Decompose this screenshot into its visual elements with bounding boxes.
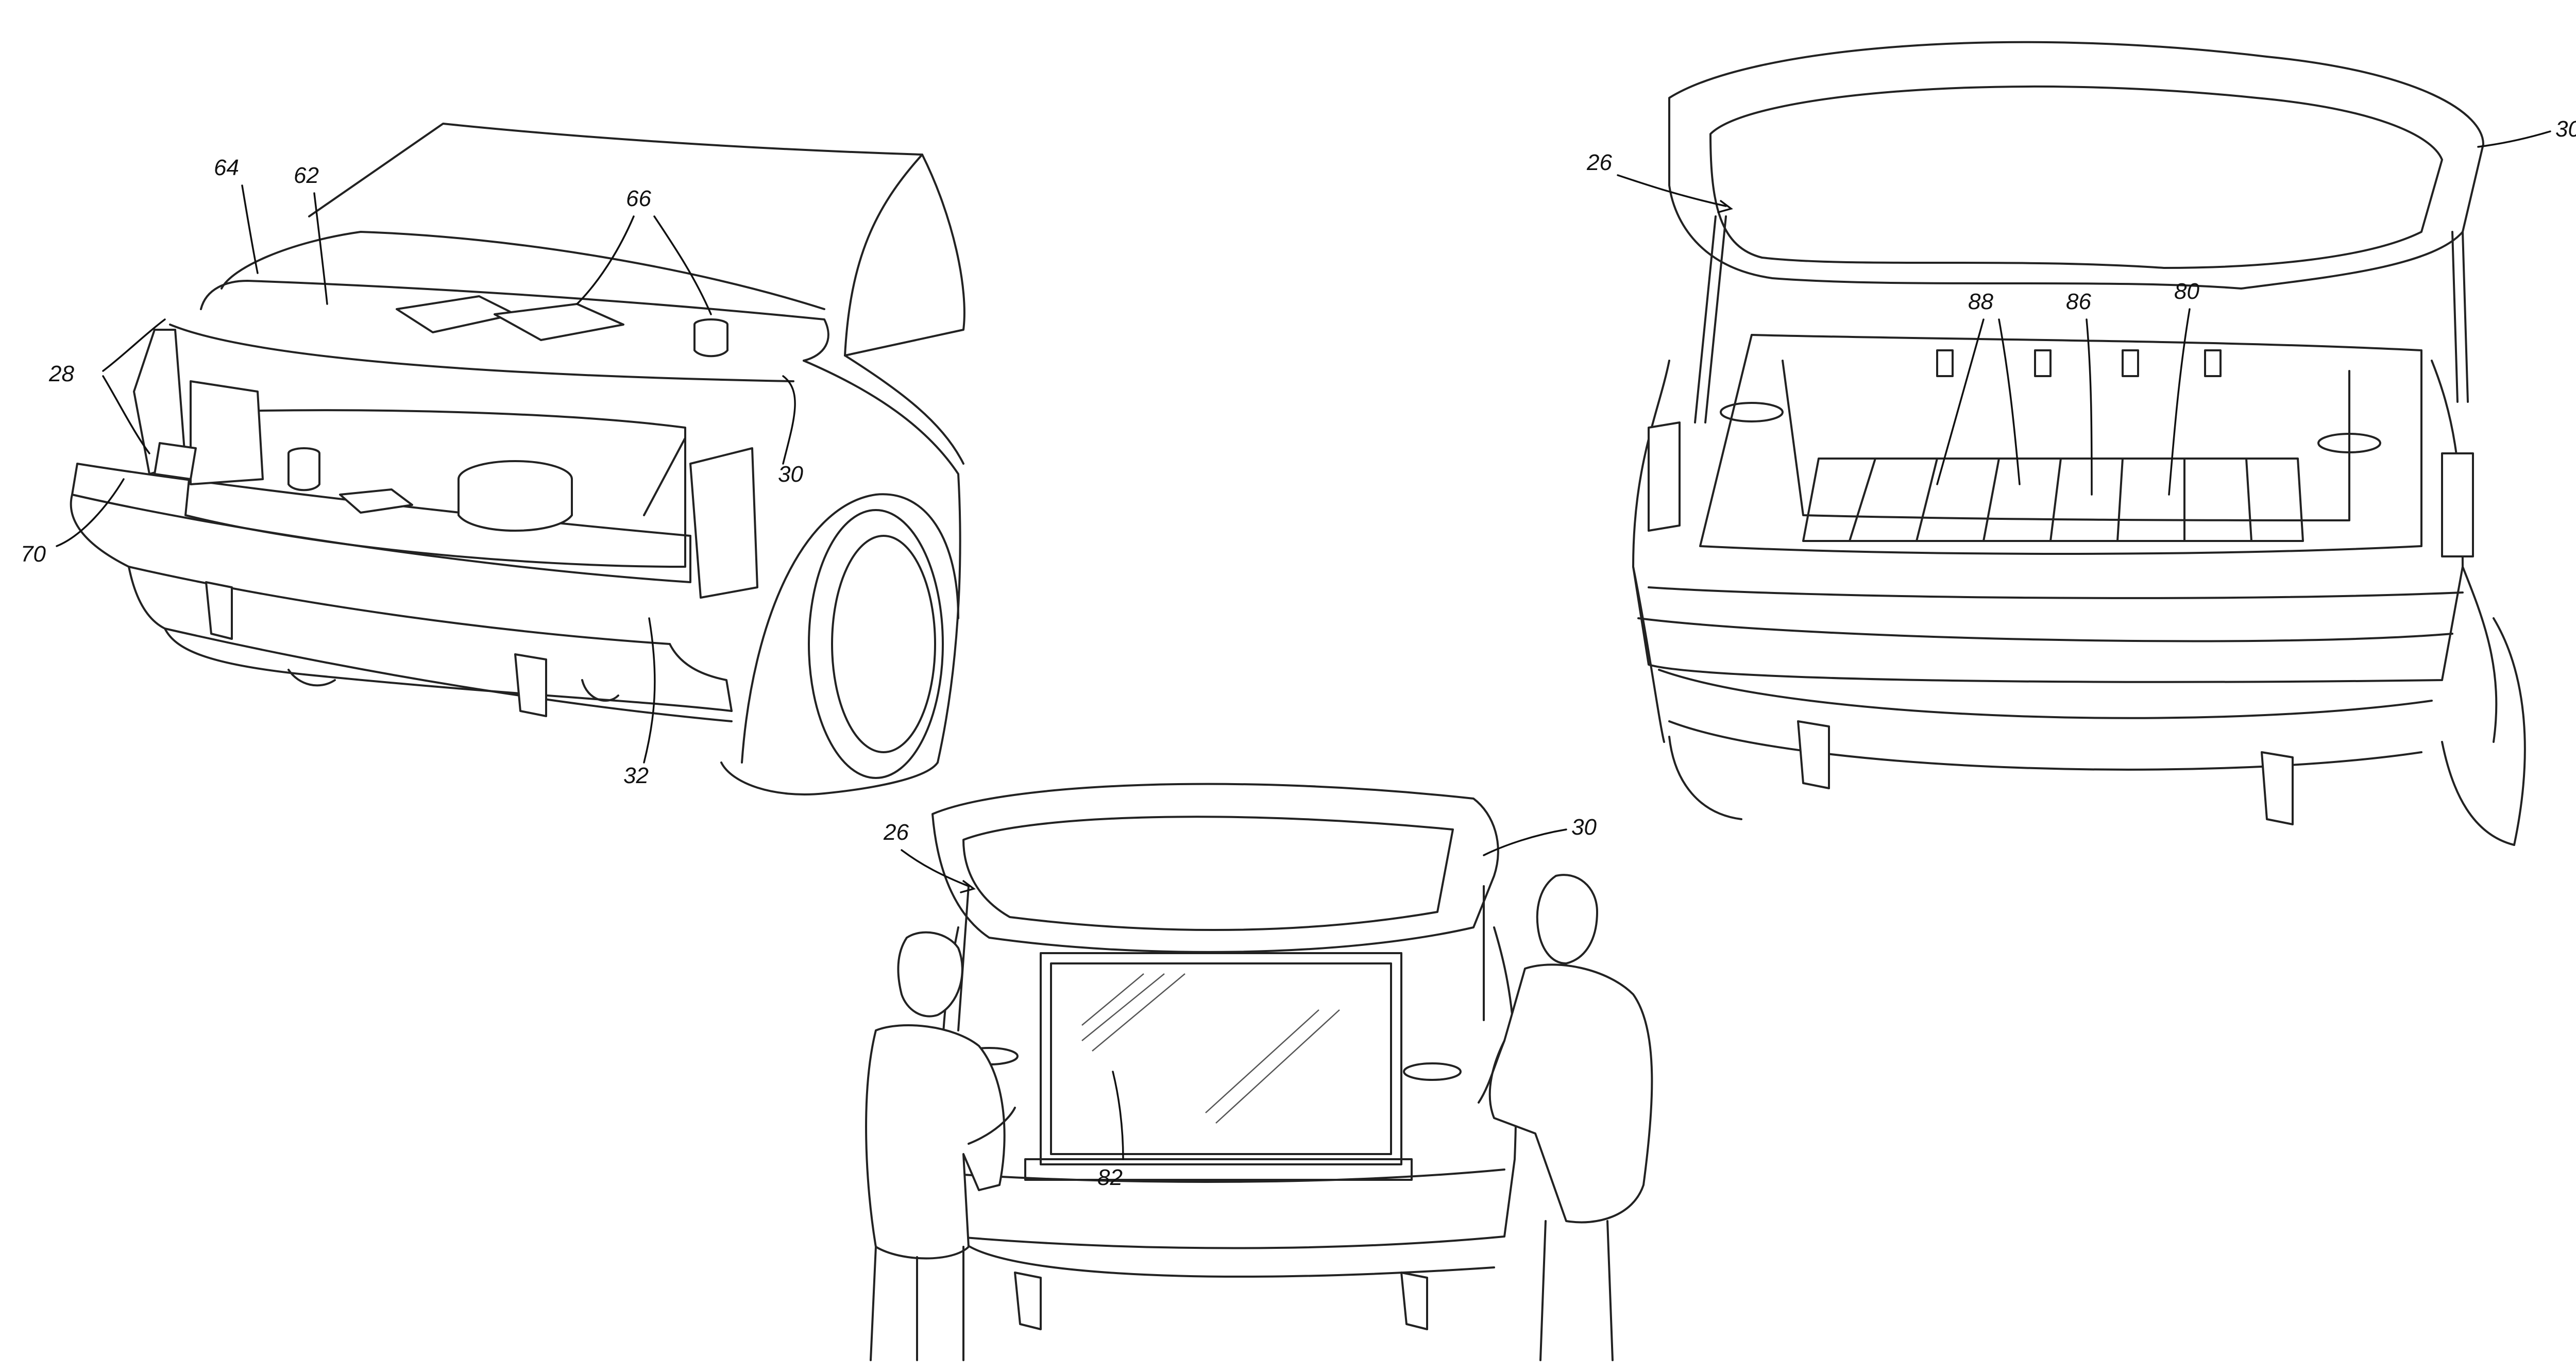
rear-people-view-labels: 26 30 82 <box>883 815 1597 1190</box>
person-right <box>1478 874 1653 1361</box>
person-left <box>865 931 1016 1361</box>
label-62: 62 <box>294 163 319 188</box>
label-70: 70 <box>21 541 46 567</box>
front-vehicle-drawing <box>70 123 965 795</box>
label-64: 64 <box>214 155 239 180</box>
label-28: 28 <box>48 361 74 386</box>
rear-people-vehicle-drawing <box>865 783 1653 1361</box>
label-26-rear-open: 26 <box>1586 150 1612 175</box>
front-view-labels: 64 62 66 28 30 70 32 <box>21 155 803 788</box>
label-26-rear-people: 26 <box>883 820 909 845</box>
label-82: 82 <box>1097 1165 1123 1190</box>
label-66: 66 <box>626 186 651 211</box>
rear-open-view-labels: 26 30 88 86 80 <box>1586 116 2576 496</box>
label-80: 80 <box>2174 279 2199 304</box>
label-88: 88 <box>1968 289 1993 314</box>
label-32: 32 <box>623 763 649 788</box>
rear-open-vehicle-drawing <box>1632 41 2526 846</box>
label-30-rear-open: 30 <box>2555 116 2576 142</box>
label-30-front: 30 <box>778 462 803 487</box>
label-30-rear-people: 30 <box>1571 815 1597 840</box>
label-86: 86 <box>2066 289 2091 314</box>
